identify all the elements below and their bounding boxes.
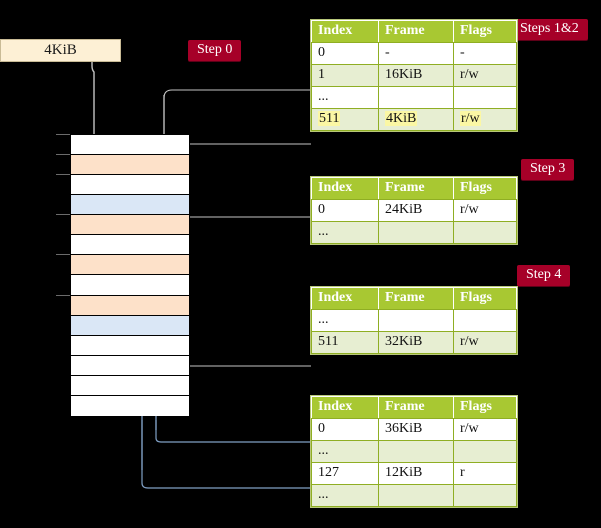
cell-frame: 16KiB [378, 64, 454, 87]
cell-frame: 4KiB [378, 108, 454, 131]
cell-frame [378, 440, 454, 463]
cell-flags: r/w [453, 418, 517, 441]
memory-row [71, 215, 189, 236]
cell-flags [453, 484, 517, 507]
column-header-frame: Frame [378, 20, 454, 43]
column-header-index: Index [311, 396, 379, 419]
badge-step-3: Step 3 [521, 159, 575, 181]
cell-index: 1 [311, 64, 379, 87]
wire-table4-row511-out [171, 143, 311, 235]
highlighted-value: r/w [460, 111, 481, 126]
table-row: 0-- [311, 42, 517, 65]
column-header-frame: Frame [378, 396, 454, 419]
cell-flags: r/w [453, 64, 517, 87]
table-row: ... [311, 221, 517, 244]
memory-row [71, 175, 189, 196]
column-header-index: Index [311, 20, 379, 43]
badge-step-0: Step 0 [188, 40, 242, 62]
memory-row [71, 255, 189, 276]
cell-frame [378, 309, 454, 332]
wire-table2-row511-out [180, 264, 311, 367]
cell-flags: r/w [453, 331, 517, 354]
column-header-frame: Frame [378, 287, 454, 310]
memory-row [71, 275, 189, 296]
memory-row [71, 395, 189, 416]
column-header-flags: Flags [453, 177, 517, 200]
cell-frame: 36KiB [378, 418, 454, 441]
table-row: ... [311, 484, 517, 507]
cell-flags: r/w [453, 108, 517, 131]
cell-index: 511 [311, 331, 379, 354]
cell-frame [378, 221, 454, 244]
column-header-flags: Flags [453, 20, 517, 43]
cell-frame [378, 484, 454, 507]
badge-step-4: Step 4 [517, 265, 571, 287]
wire-4kib-to-memory [91, 60, 101, 152]
table-row: ... [311, 440, 517, 463]
cell-frame: 12KiB [378, 462, 454, 485]
memory-row [71, 335, 189, 356]
memory-row-tick [56, 294, 70, 296]
memory-row-tick [56, 214, 70, 216]
physical-memory-column [70, 134, 190, 416]
cell-index: 0 [311, 199, 379, 222]
source-frame-box: 4KiB [0, 39, 121, 62]
memory-row-tick [56, 174, 70, 176]
cell-index: ... [311, 440, 379, 463]
table-row: ... [311, 309, 517, 332]
wire-table3-row0-out [179, 216, 311, 284]
column-header-index: Index [311, 177, 379, 200]
cell-index: ... [311, 484, 379, 507]
column-header-flags: Flags [453, 396, 517, 419]
column-header-flags: Flags [453, 287, 517, 310]
memory-row-tick [56, 154, 70, 156]
memory-row [71, 295, 189, 316]
cell-flags [453, 86, 517, 109]
memory-row [71, 155, 189, 176]
cell-index: ... [311, 309, 379, 332]
cell-flags [453, 440, 517, 463]
column-header-frame: Frame [378, 177, 454, 200]
cell-frame: 24KiB [378, 199, 454, 222]
cell-flags: r/w [453, 199, 517, 222]
memory-row [71, 315, 189, 336]
cell-flags: r [453, 462, 517, 485]
memory-row [71, 235, 189, 256]
cell-frame: 32KiB [378, 331, 454, 354]
highlighted-value: 511 [318, 111, 341, 126]
cell-flags: - [453, 42, 517, 65]
table-row: 511 4KiB r/w [311, 108, 517, 131]
cell-index: ... [311, 221, 379, 244]
cell-index: 127 [311, 462, 379, 485]
memory-row [71, 135, 189, 156]
column-header-index: Index [311, 287, 379, 310]
badge-steps-1-2: Steps 1&2 [511, 19, 588, 41]
cell-index: 511 [311, 108, 379, 131]
cell-index: 0 [311, 42, 379, 65]
memory-row [71, 355, 189, 376]
memory-row [71, 195, 189, 216]
cell-frame: - [378, 42, 454, 65]
wire-mem-to-table1-row127 [141, 420, 311, 489]
cell-frame [378, 86, 454, 109]
highlighted-value: 4KiB [385, 111, 418, 126]
wire-mem-to-table1-row0 [155, 420, 311, 443]
memory-row-tick [56, 134, 70, 135]
cell-index: 0 [311, 418, 379, 441]
memory-row-tick [56, 254, 70, 256]
memory-row [71, 375, 189, 396]
cell-flags [453, 221, 517, 244]
cell-flags [453, 309, 517, 332]
table-row: ... [311, 86, 517, 109]
cell-index: ... [311, 86, 379, 109]
